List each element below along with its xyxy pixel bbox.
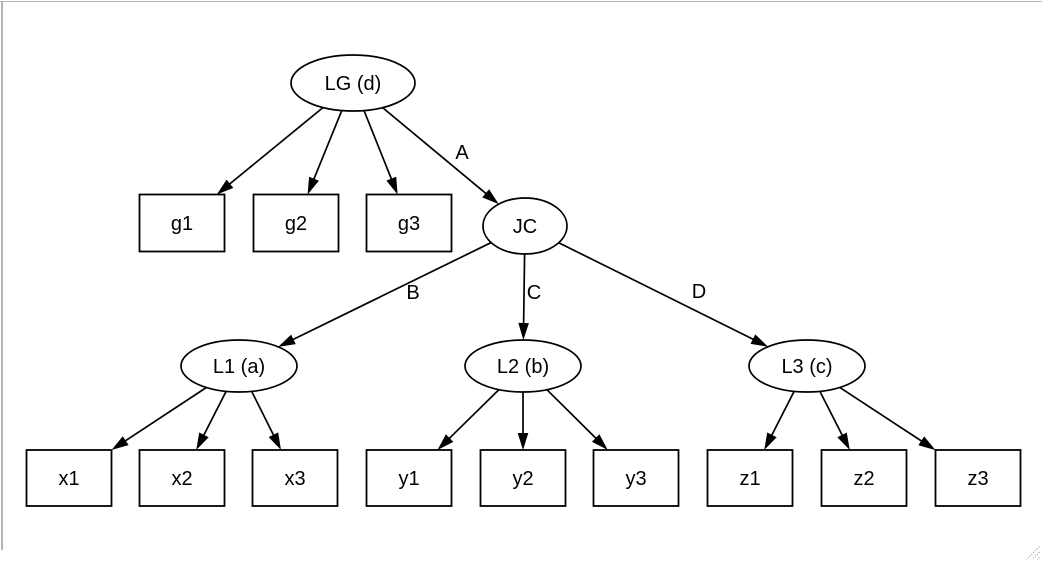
arrowhead-icon: [268, 432, 281, 450]
edge-L1-x2: [196, 390, 227, 450]
arrowhead-icon: [278, 334, 296, 347]
node-label: g2: [285, 213, 307, 235]
node-label: L1 (a): [213, 356, 265, 378]
node-y1: y1: [365, 449, 453, 507]
node-shape: [592, 449, 680, 507]
edge-label-A: A: [455, 142, 469, 164]
node-x1: x1: [25, 449, 113, 507]
edge-L3-z2: [819, 390, 850, 450]
node-y2: y2: [479, 449, 567, 507]
node-label: L2 (b): [497, 356, 549, 378]
node-shape: [365, 193, 453, 253]
edge-L2-y2: [517, 392, 529, 450]
node-shape: [251, 449, 339, 507]
node-shape: [479, 449, 567, 507]
node-g2: g2: [252, 193, 340, 253]
node-label: x2: [171, 468, 192, 490]
node-shape: [482, 197, 568, 255]
node-x2: x2: [138, 449, 226, 507]
edge-LG-g3: [363, 110, 398, 195]
node-shape: [25, 449, 113, 507]
node-z2: z2: [820, 449, 908, 507]
arrowhead-icon: [518, 322, 529, 341]
node-shape: [464, 339, 582, 393]
node-L2: L2 (b): [464, 339, 582, 393]
edge-JC-L2: C: [518, 253, 541, 341]
arrowhead-icon: [437, 434, 454, 450]
node-x3: x3: [251, 449, 339, 507]
node-z1: z1: [706, 449, 794, 507]
arrowhead-icon: [216, 179, 234, 195]
node-g3: g3: [365, 193, 453, 253]
node-label: LG (d): [325, 73, 382, 95]
node-label: g3: [398, 213, 420, 235]
resize-grip-icon[interactable]: [1024, 544, 1041, 561]
node-LG: LG (d): [290, 54, 416, 112]
arrowhead-icon: [918, 436, 936, 451]
node-shape: [138, 449, 226, 507]
node-L1: L1 (a): [180, 339, 298, 393]
node-g1: g1: [138, 193, 226, 253]
node-label: y2: [512, 468, 533, 490]
edge-L2-y3: [546, 389, 608, 450]
node-shape: [706, 449, 794, 507]
edge-L1-x1: [111, 386, 207, 450]
edge-LG-g1: [216, 106, 324, 195]
node-y3: y3: [592, 449, 680, 507]
node-z3: z3: [934, 449, 1022, 507]
arrowhead-icon: [307, 176, 319, 195]
arrowhead-icon: [111, 436, 129, 450]
node-label: x1: [58, 468, 79, 490]
edge-L3-z3: [839, 386, 936, 451]
arrowhead-icon: [837, 432, 850, 450]
edge-label-D: D: [692, 281, 706, 303]
node-label: x3: [284, 468, 305, 490]
node-shape: [290, 54, 416, 112]
arrowhead-icon: [591, 434, 608, 450]
edge-label-C: C: [527, 282, 541, 304]
node-label: L3 (c): [781, 356, 832, 378]
node-shape: [820, 449, 908, 507]
node-JC: JC: [482, 197, 568, 255]
node-label: y1: [398, 468, 419, 490]
node-label: g1: [171, 213, 193, 235]
node-L3: L3 (c): [748, 339, 866, 393]
node-label: y3: [625, 468, 646, 490]
arrowhead-icon: [482, 189, 499, 205]
arrowhead-icon: [764, 432, 777, 450]
arrowhead-icon: [386, 176, 398, 195]
frame-left-border: [1, 1, 3, 550]
edge-LG-JC: A: [382, 106, 499, 205]
node-label: JC: [513, 216, 537, 238]
node-shape: [252, 193, 340, 253]
node-label: z1: [739, 468, 760, 490]
node-shape: [138, 193, 226, 253]
edge-label-B: B: [406, 282, 419, 304]
arrowhead-icon: [517, 433, 529, 450]
edge-JC-L3: D: [558, 241, 769, 347]
edge-LG-g2: [307, 110, 343, 195]
edge-L2-y1: [437, 389, 500, 450]
node-shape: [748, 339, 866, 393]
arrowhead-icon: [196, 432, 209, 450]
edge-L3-z1: [764, 390, 795, 450]
arrowhead-icon: [750, 334, 769, 347]
edge-L1-x3: [250, 390, 281, 450]
node-shape: [934, 449, 1022, 507]
frame-top-border: [0, 1, 1042, 2]
node-shape: [180, 339, 298, 393]
edge-JC-L1: B: [278, 241, 492, 347]
node-shape: [365, 449, 453, 507]
node-label: z3: [967, 468, 988, 490]
node-label: z2: [853, 468, 874, 490]
